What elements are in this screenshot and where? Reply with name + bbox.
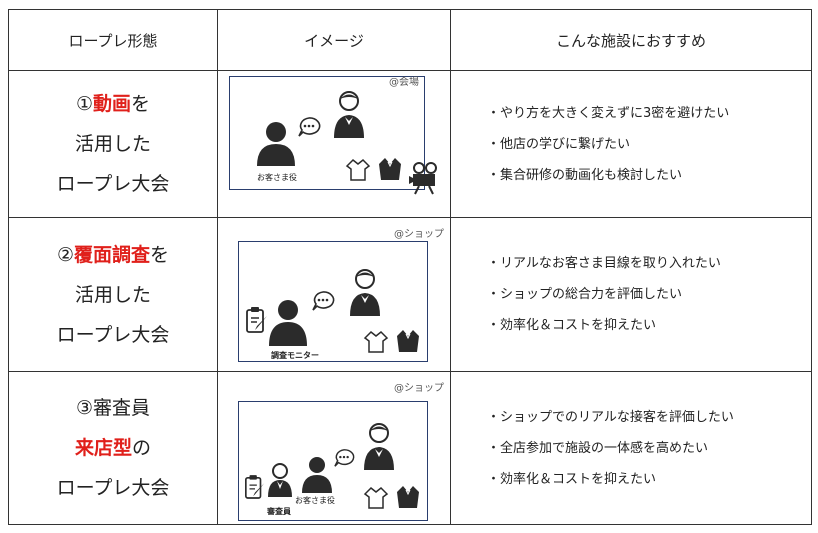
location-label: @会場 (389, 77, 419, 88)
role-label: お客さま役 (295, 496, 335, 505)
header-image: イメージ (304, 31, 364, 50)
row2-point-2: ・ショップの総合力を評価したい (487, 287, 683, 302)
jacket-icon (397, 330, 419, 352)
row3-point-1: ・ショップでのリアルな接客を評価したい (487, 409, 734, 425)
column-divider (217, 10, 218, 524)
location-label: @ショップ (394, 383, 444, 394)
row1-highlight: 動画 (93, 93, 132, 115)
staff-icon (350, 269, 380, 316)
row1-point-2: ・他店の学びに繋げたい (487, 136, 631, 152)
row2-title-line2: 活用した (74, 283, 151, 306)
row3-highlight: 来店型 (74, 437, 132, 459)
customer-icon (302, 457, 332, 493)
row-divider (9, 70, 811, 71)
customer-icon (257, 122, 295, 166)
shirt-icon (345, 158, 371, 181)
comparison-table: ロープレ形態 イメージ こんな施設におすすめ ①動画を 活用した ロープレ大会 … (8, 9, 812, 525)
speech-bubble-icon (298, 117, 321, 137)
row3-title-line2: 来店型の (74, 437, 152, 459)
role-label: お客さま役 (257, 173, 297, 182)
row2-highlight: 覆面調査 (74, 243, 151, 266)
row2-title: ②覆面調査を 活用した ロープレ大会 (9, 218, 217, 371)
movie-camera-icon (409, 162, 437, 195)
row1-title-line1: ①動画を (75, 93, 151, 115)
role-label: 調査モニター (271, 351, 319, 360)
row1-title: ①動画を 活用した ロープレ大会 (9, 71, 217, 217)
jacket-icon (397, 486, 419, 508)
row2-title-line3: ロープレ大会 (56, 323, 170, 346)
clipboard-icon (245, 475, 265, 499)
speech-bubble-icon (334, 449, 355, 467)
jacket-icon (379, 158, 401, 180)
row-divider (9, 371, 811, 372)
speech-bubble-icon (312, 291, 335, 311)
row3-point-3: ・効率化＆コストを抑えたい (487, 471, 657, 487)
row1-title-line3: ロープレ大会 (56, 173, 170, 195)
location-label: @ショップ (394, 229, 444, 240)
row3-title: ③審査員 来店型の ロープレ大会 (9, 372, 217, 524)
staff-icon (334, 91, 364, 138)
clipboard-icon (246, 307, 267, 333)
shirt-icon (363, 330, 389, 353)
row2-points: ・リアルなお客さま目線を取り入れたい ・ショップの総合力を評価したい ・効率化＆… (459, 218, 811, 371)
row2-title-line1: ②覆面調査を (56, 243, 170, 266)
row1-point-1: ・やり方を大きく変えずに3密を避けたい (487, 105, 730, 121)
row1-points: ・やり方を大きく変えずに3密を避けたい ・他店の学びに繋げたい ・集合研修の動画… (459, 71, 811, 217)
shop-frame (238, 401, 428, 521)
row3-points: ・ショップでのリアルな接客を評価したい ・全店参加で施設の一体感を高めたい ・効… (459, 372, 811, 524)
column-divider (450, 10, 451, 524)
judge-icon (268, 463, 292, 497)
shirt-icon (363, 486, 389, 509)
row1-point-3: ・集合研修の動画化も検討したい (487, 167, 683, 183)
row1-title-line2: 活用した (74, 133, 151, 155)
venue-frame (229, 76, 425, 190)
shop-frame (238, 241, 428, 362)
header-format: ロープレ形態 (68, 31, 158, 50)
row3-title-line1: ③審査員 (75, 397, 151, 419)
customer-icon (269, 300, 307, 346)
row3-title-line3: ロープレ大会 (56, 477, 170, 499)
row2-point-3: ・効率化＆コストを抑えたい (487, 318, 657, 333)
staff-icon (364, 423, 394, 470)
row2-point-1: ・リアルなお客さま目線を取り入れたい (487, 256, 721, 271)
judge-label: 審査員 (267, 507, 291, 516)
header-recommend: こんな施設におすすめ (555, 31, 706, 50)
row3-point-2: ・全店参加で施設の一体感を高めたい (487, 440, 709, 456)
row-divider (9, 217, 811, 218)
